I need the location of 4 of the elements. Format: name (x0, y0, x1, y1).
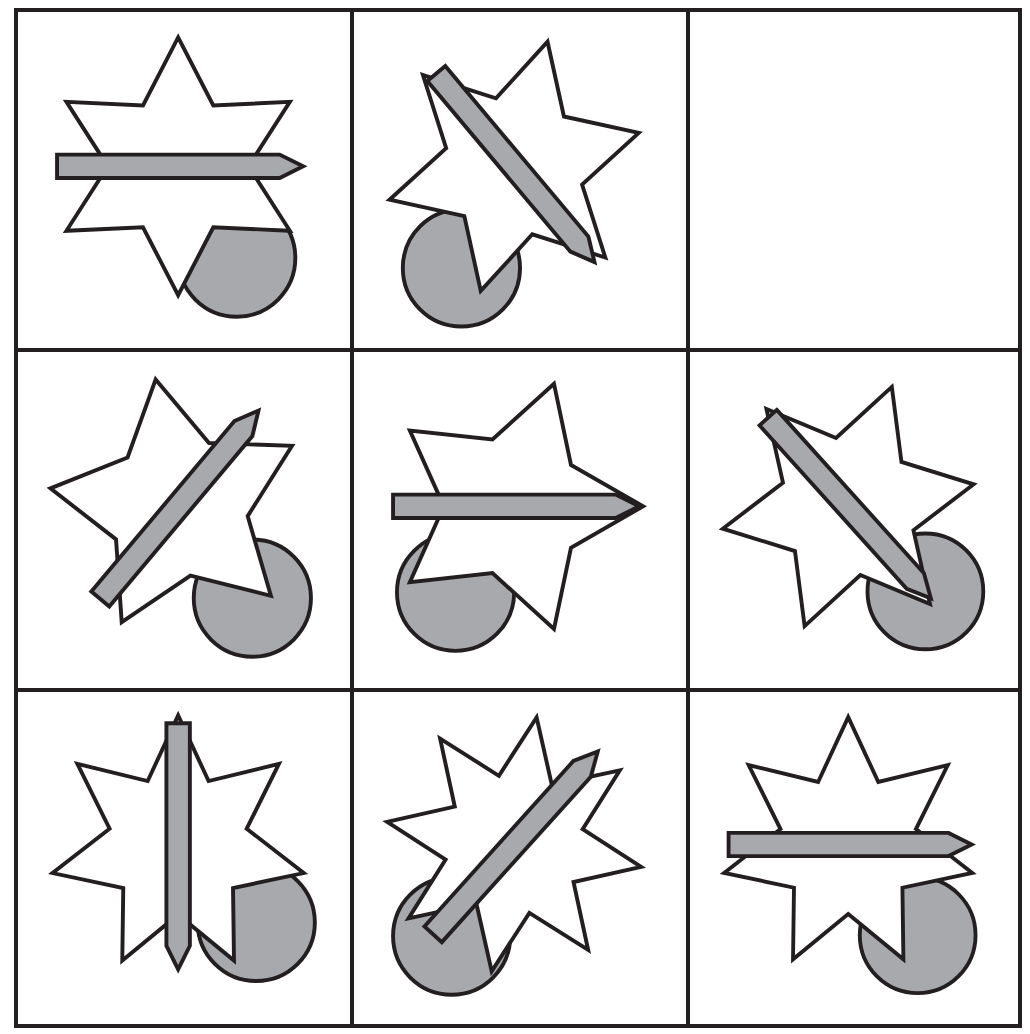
puzzle-cell (686, 8, 1022, 352)
puzzle-cell (14, 8, 354, 352)
puzzle-cell (686, 688, 1022, 1028)
puzzle-cell (14, 688, 354, 1028)
